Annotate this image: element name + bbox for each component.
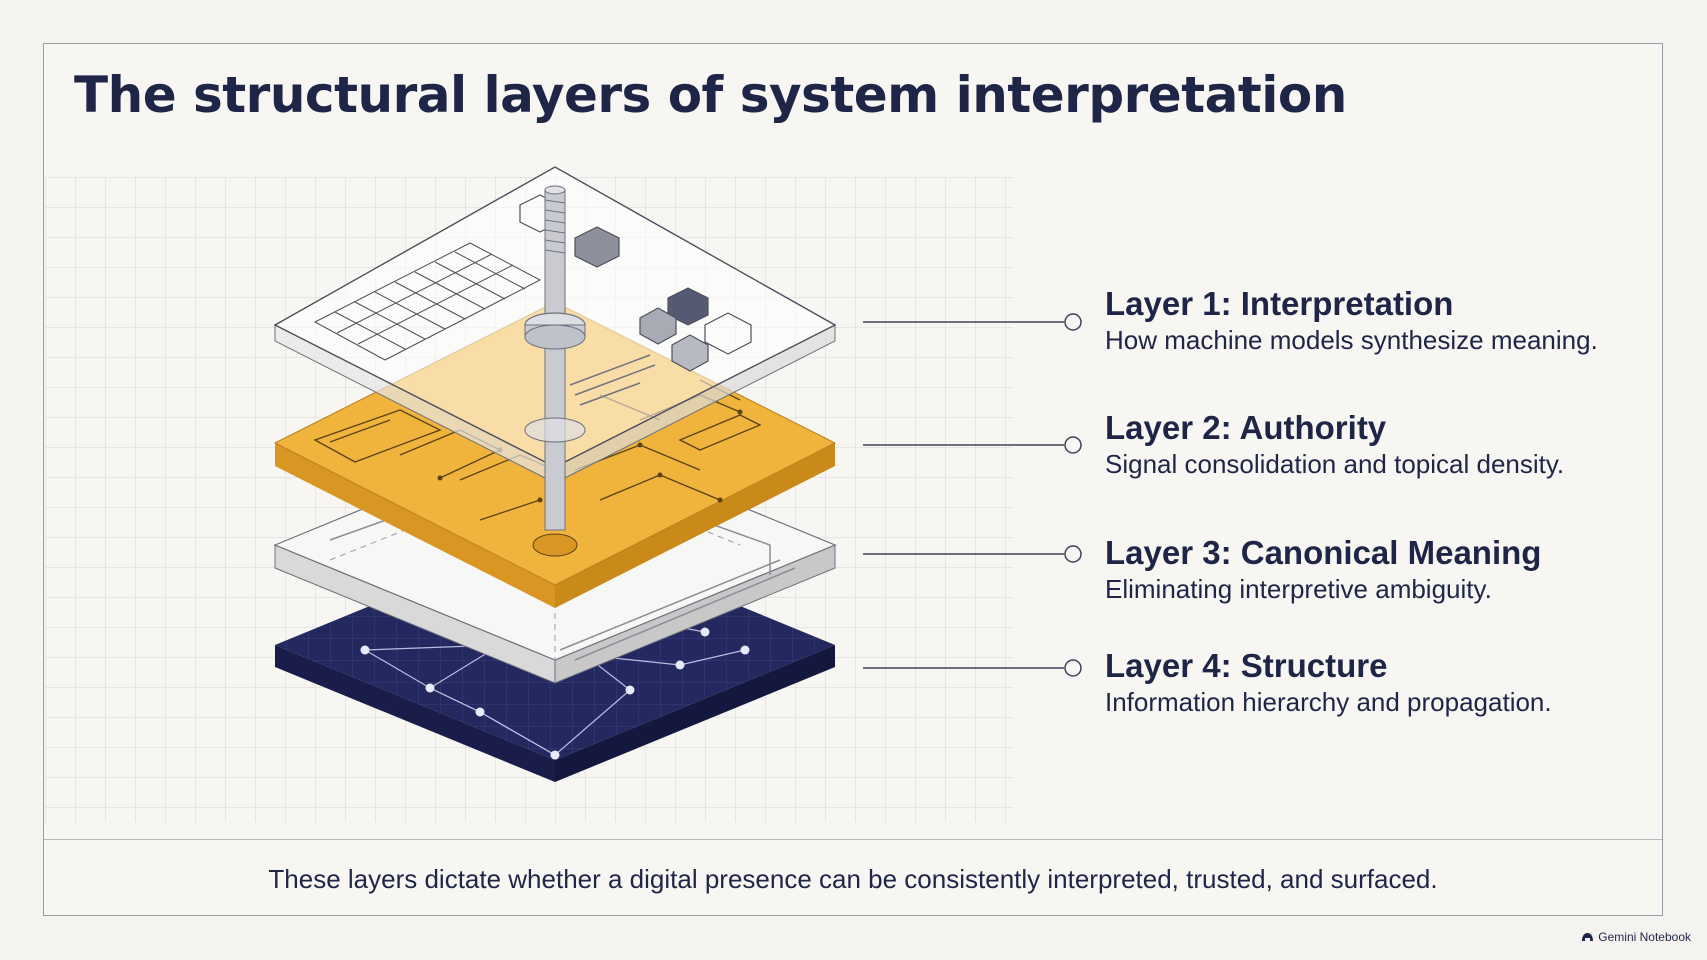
layer-3-title: Layer 3: Canonical Meaning [1105, 534, 1542, 571]
layer-1-title: Layer 1: Interpretation [1105, 285, 1454, 322]
connector-lines [863, 313, 1082, 677]
page-title: The structural layers of system interpre… [74, 66, 1347, 124]
layer-1-label: Layer 1: Interpretation How machine mode… [1105, 285, 1598, 357]
layer-3-description: Eliminating interpretive ambiguity. [1105, 574, 1492, 604]
central-rod [524, 185, 586, 531]
layer-2-label: Layer 2: Authority Signal consolidation … [1105, 409, 1564, 481]
footer-divider [44, 839, 1662, 840]
brand-icon [1582, 933, 1594, 941]
footer-caption: These layers dictate whether a digital p… [268, 864, 1438, 894]
layer-4-label: Layer 4: Structure Information hierarchy… [1105, 647, 1552, 719]
layer-3-label: Layer 3: Canonical Meaning Eliminating i… [1105, 534, 1541, 606]
brand-label: Gemini Notebook [1598, 930, 1691, 944]
layer-4-description: Information hierarchy and propagation. [1105, 687, 1552, 717]
layer-2-description: Signal consolidation and topical density… [1105, 449, 1565, 479]
layer-2-title: Layer 2: Authority [1105, 409, 1387, 446]
layer-1-description: How machine models synthesize meaning. [1105, 325, 1598, 355]
brand-watermark: Gemini Notebook [1581, 930, 1691, 944]
layer-4-title: Layer 4: Structure [1105, 647, 1388, 684]
